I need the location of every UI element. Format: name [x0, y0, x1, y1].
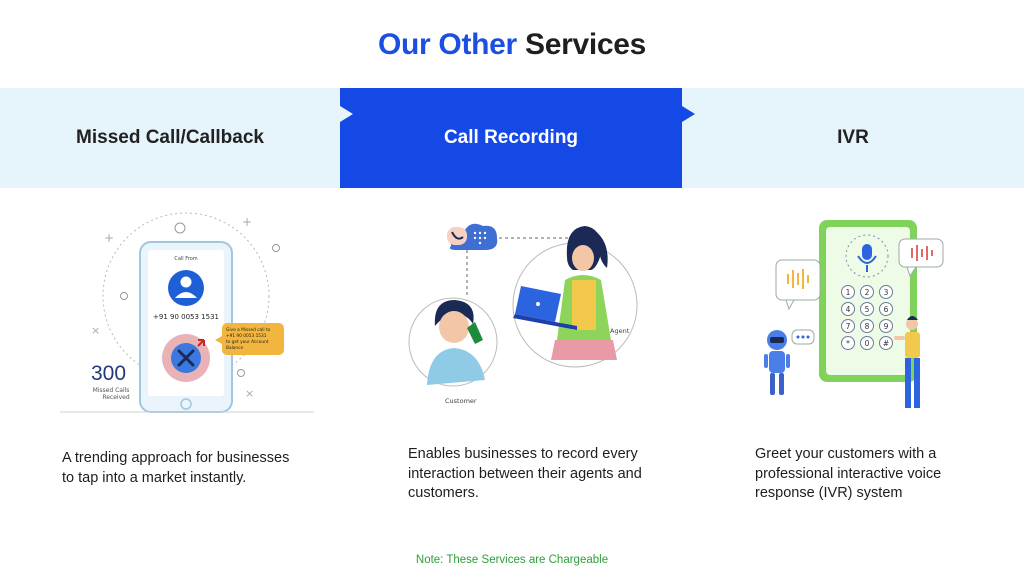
keypad-key	[879, 336, 893, 350]
keypad-key	[879, 285, 893, 299]
arrow-notch-left	[340, 106, 353, 122]
keypad-key	[841, 302, 855, 316]
missed-call-illustration: + + × × Call From +91 90 0053 1531 Give …	[60, 212, 314, 413]
keypad-key-label: 5	[865, 305, 870, 314]
keypad-key	[860, 285, 874, 299]
keypad-key	[860, 319, 874, 333]
tab-missed-call[interactable]: Missed Call/Callback	[0, 88, 340, 188]
ivr-description: Greet your customers with a professional…	[755, 446, 942, 501]
bubble-line-3: to get your Account	[226, 339, 269, 345]
keypad-key-label: 0	[865, 339, 870, 348]
keypad-key	[860, 336, 874, 350]
ivr-illustration: 1 2 3 4 5 6 7 8 9 * 0 #	[764, 220, 944, 408]
keypad-key	[841, 336, 855, 350]
keypad-key	[841, 319, 855, 333]
keypad-key	[841, 285, 855, 299]
count-label-2: Received	[102, 394, 129, 401]
title-accent: Our Other	[377, 28, 517, 61]
bubble-line-1: Give a Missed call to	[226, 327, 271, 333]
arrow-notch-right	[682, 106, 695, 122]
count-label-1: Missed Calls	[93, 387, 130, 394]
phone-screen-title: Call From	[174, 256, 197, 262]
keypad-key-label: 2	[865, 288, 870, 297]
bubble-line-4: Balance	[226, 345, 243, 351]
keypad-key	[860, 302, 874, 316]
keypad-key-label: 6	[884, 305, 889, 314]
svg-text:+: +	[104, 231, 114, 245]
call-recording-illustration: Agent Customer	[408, 223, 638, 405]
tab-ivr-label: IVR	[837, 127, 869, 148]
ivr-keypad: 1 2 3 4 5 6 7 8 9 * 0 #	[841, 285, 893, 350]
keypad-key-label: 8	[865, 322, 870, 331]
keypad-key-label: 7	[846, 322, 851, 331]
call-recording-description: Enables businesses to record every inter…	[408, 446, 642, 501]
tab-call-recording-label: Call Recording	[443, 127, 579, 148]
keypad-key-label: 4	[846, 305, 851, 314]
agent-label: Agent	[610, 327, 630, 335]
tab-call-recording[interactable]: Call Recording	[340, 88, 682, 188]
page-title: Our Other Services	[0, 28, 1024, 62]
tab-missed-call-label: Missed Call/Callback	[76, 127, 264, 148]
keypad-key-label: *	[846, 339, 850, 348]
keypad-key-label: 3	[884, 288, 889, 297]
keypad-key-label: 9	[884, 322, 889, 331]
title-rest: Services	[524, 28, 647, 61]
svg-text:+: +	[242, 215, 252, 229]
missed-call-description: A trending approach for businesses to ta…	[62, 450, 290, 486]
phone-number: +91 90 0053 1531	[153, 313, 219, 321]
bubble-line-2: +91 90 0053 1531	[226, 333, 267, 339]
tab-ivr[interactable]: IVR	[682, 88, 1024, 188]
svg-text:×: ×	[91, 324, 100, 337]
keypad-key-label: 1	[846, 288, 851, 297]
keypad-key	[879, 319, 893, 333]
customer-label: Customer	[445, 397, 477, 405]
missed-call-count: 300	[91, 362, 126, 385]
chargeable-note: Note: These Services are Chargeable	[415, 554, 609, 566]
keypad-key	[879, 302, 893, 316]
svg-text:×: ×	[245, 387, 254, 400]
keypad-key-label: #	[883, 339, 889, 348]
